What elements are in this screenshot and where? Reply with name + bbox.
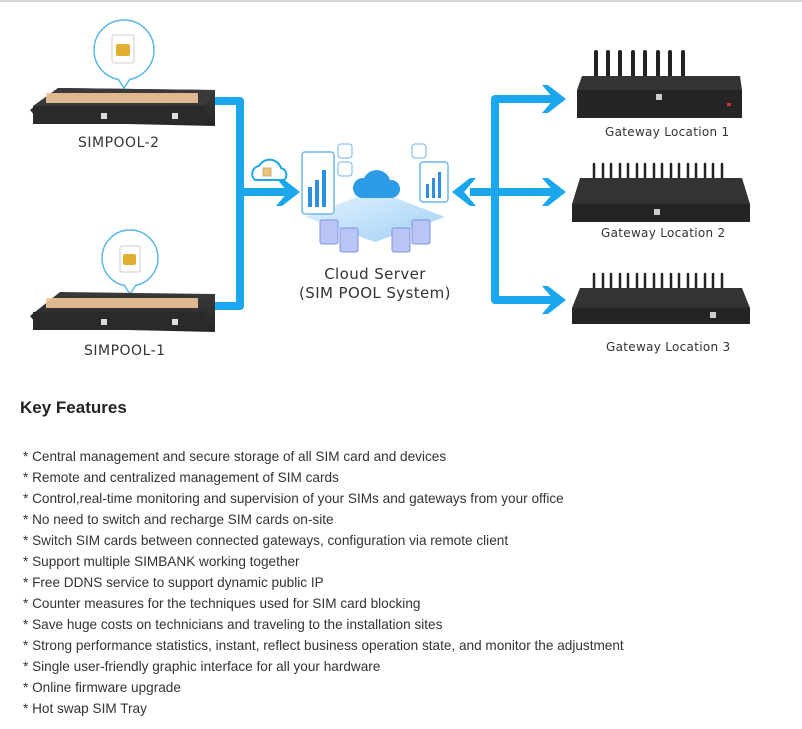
feature-item: * Single user-friendly graphic interface… <box>23 659 381 674</box>
feature-item: * Control,real-time monitoring and super… <box>23 491 564 506</box>
arrowhead-gateway2 <box>542 178 566 206</box>
gateway-3-label: Gateway Location 3 <box>606 340 731 354</box>
arrow-simpool2-to-cloud <box>212 97 290 196</box>
gateway-3-device <box>572 272 750 324</box>
arrow-cloud-to-gateway3 <box>491 192 555 304</box>
gateway-1-device <box>577 50 742 118</box>
feature-item: * Support multiple SIMBANK working toget… <box>23 554 300 569</box>
feature-item: * Central management and secure storage … <box>23 449 447 464</box>
simpool-2-label: SIMPOOL-2 <box>78 135 160 151</box>
sim-slots <box>46 93 198 103</box>
feature-item: * No need to switch and recharge SIM car… <box>23 512 334 527</box>
arrowhead-gateway1 <box>542 85 566 113</box>
feature-item: * Counter measures for the techniques us… <box>23 596 421 611</box>
key-features-title: Key Features <box>20 398 127 417</box>
feature-item: * Free DDNS service to support dynamic p… <box>23 575 324 590</box>
diagram-graphic <box>30 19 750 332</box>
key-features-section: Key Features * Central management and se… <box>20 398 790 719</box>
cloud-sim-icon <box>251 158 288 181</box>
sim-pool-diagram: SIMPOOL-2 SIMPOOL-1 Cloud Server (SIM PO… <box>0 2 802 382</box>
arrowhead-cloud-left <box>276 178 300 206</box>
arrowhead-gateway3 <box>542 286 566 314</box>
simpool-1-device <box>30 229 215 332</box>
arrow-simpool1-to-cloud <box>212 192 244 310</box>
gateway-2-device <box>572 162 750 222</box>
feature-item: * Save huge costs on technicians and tra… <box>23 617 443 632</box>
arrows <box>212 95 555 310</box>
arrowhead-cloud-right <box>452 178 476 206</box>
gateway-1-label: Gateway Location 1 <box>605 125 730 139</box>
cloud-server-icon <box>301 143 449 253</box>
simpool-1-label: SIMPOOL-1 <box>84 343 166 359</box>
cloud-server-title: Cloud Server <box>324 265 426 283</box>
gateway-2-label: Gateway Location 2 <box>601 226 726 240</box>
feature-item: * Online firmware upgrade <box>23 680 181 695</box>
cloud-server-label: Cloud Server (SIM POOL System) <box>290 265 460 303</box>
simpool-2-device <box>30 19 215 126</box>
feature-item: * Remote and centralized management of S… <box>23 470 339 485</box>
feature-item: * Hot swap SIM Tray <box>23 701 147 716</box>
features-list: * Central management and secure storage … <box>23 446 790 719</box>
feature-item: * Switch SIM cards between connected gat… <box>23 533 509 548</box>
cloud-server-subtitle: (SIM POOL System) <box>299 284 451 302</box>
arrow-cloud-to-gateway1 <box>470 95 555 196</box>
feature-item: * Strong performance statistics, instant… <box>23 638 624 653</box>
top-border <box>0 0 802 2</box>
